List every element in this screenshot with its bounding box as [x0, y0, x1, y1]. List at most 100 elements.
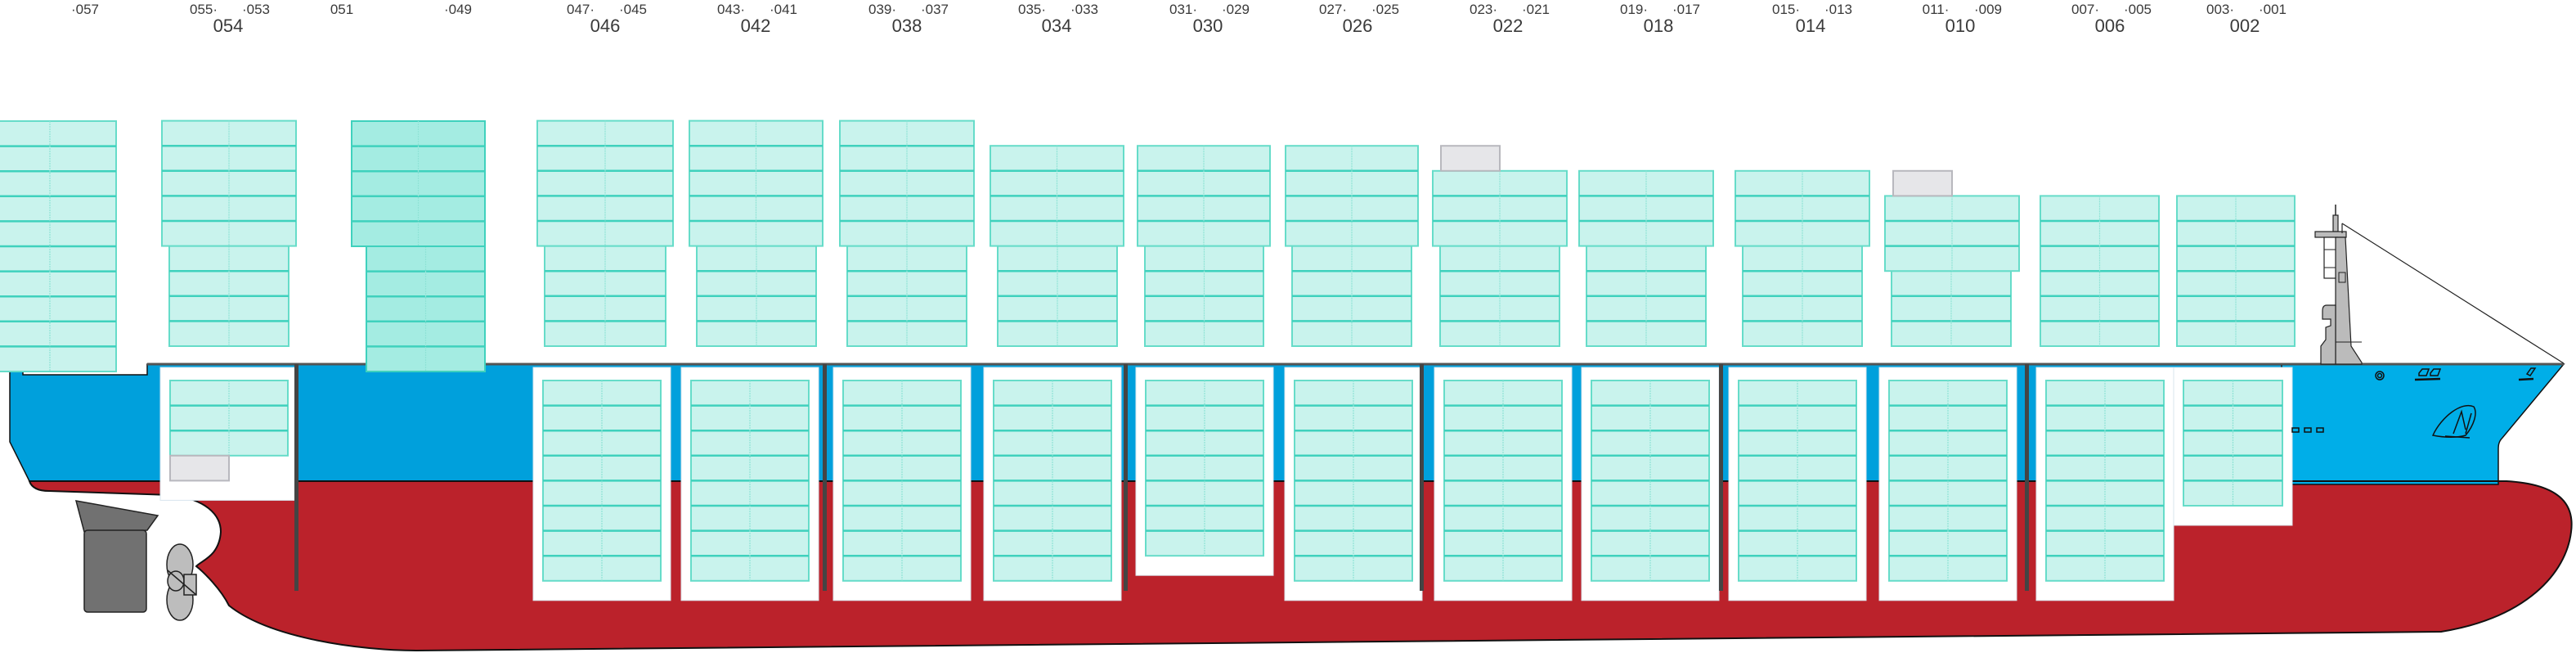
container-block-046	[544, 245, 666, 348]
forecastle-mast	[2314, 205, 2565, 365]
bow-markings	[2291, 367, 2537, 439]
container-block-038	[846, 245, 967, 348]
container-block-046-hold	[542, 380, 662, 582]
bay-label-even: 014	[1796, 16, 1826, 36]
bay-label-odd-aft: 007·	[2071, 2, 2099, 17]
container-block-018	[1578, 169, 1714, 247]
container-block-038-hold	[842, 380, 962, 582]
bay-label-even: 022	[1493, 16, 1524, 36]
bay-label-odd-aft: 003·	[2206, 2, 2234, 17]
container-block-034-hold	[993, 380, 1112, 582]
container-block-006-hold	[2045, 380, 2165, 582]
bay-label-even: 010	[1945, 16, 1976, 36]
bay-label-odd-aft: 035·	[1018, 2, 1046, 17]
bay-label-even: 038	[892, 16, 922, 36]
bay-label-odd-fwd: ·029	[1222, 2, 1250, 17]
bulkhead	[1124, 364, 1128, 591]
bulkhead	[1719, 364, 1723, 591]
bay-label-even: 030	[1193, 16, 1223, 36]
container-block-046	[536, 119, 674, 247]
bay-label-odd-aft: 039·	[868, 2, 896, 17]
rudder	[74, 500, 159, 613]
deck-stacks	[0, 119, 2296, 372]
container-block-030	[1137, 145, 1271, 247]
container-block-022	[1439, 245, 1560, 348]
container-block-054	[161, 119, 297, 247]
bay-label-odd-aft: 047·	[567, 2, 595, 17]
bay-label-odd-aft: 019·	[1620, 2, 1648, 17]
container-block-026	[1285, 145, 1419, 247]
container-block-026-hold	[1294, 380, 1413, 582]
bay-label-even: 006	[2095, 16, 2125, 36]
container-block-057	[0, 120, 117, 372]
bay-label-odd-aft: 027·	[1319, 2, 1347, 17]
bay-label-odd-fwd: ·041	[770, 2, 797, 17]
bay-label-049: ·049	[444, 2, 472, 17]
container-block-034	[990, 145, 1124, 247]
bay-label-odd-aft: 055·	[190, 2, 218, 17]
bay-label-odd-aft: 031·	[1169, 2, 1197, 17]
container-block-006	[2040, 195, 2160, 347]
propeller	[166, 543, 197, 621]
bay-label-odd-fwd: ·021	[1522, 2, 1550, 17]
bay-label-odd-fwd: ·013	[1824, 2, 1852, 17]
rudder-blade	[83, 529, 147, 613]
container-block-042	[689, 119, 824, 247]
container-block-054-hold	[169, 380, 289, 457]
bulkhead	[823, 364, 827, 591]
bow-logo-icon	[2375, 371, 2385, 381]
bay-label-odd-aft: 043·	[717, 2, 745, 17]
container-block-018	[1586, 245, 1707, 348]
container-block-038	[839, 119, 975, 247]
bulkhead	[1420, 364, 1424, 591]
bay-label-even: 002	[2230, 16, 2260, 36]
bay-label-057: ·057	[71, 2, 99, 17]
bay-label-even: 042	[741, 16, 771, 36]
rudder-horn	[74, 500, 159, 533]
empty-slot	[169, 454, 230, 482]
container-block-018-hold	[1591, 380, 1710, 582]
container-block-002-hold	[2183, 380, 2283, 507]
bay-label-even: 018	[1644, 16, 1674, 36]
container-block-010	[1884, 195, 2020, 272]
bay-label-odd-fwd: ·037	[921, 2, 949, 17]
container-block-049	[366, 245, 486, 372]
bay-label-odd-fwd: ·017	[1672, 2, 1700, 17]
bow-hawse-icon	[2418, 368, 2442, 376]
container-block-026	[1291, 245, 1412, 348]
container-block-034	[997, 245, 1118, 348]
container-block-014	[1742, 245, 1863, 348]
container-block-frame	[1145, 380, 1264, 557]
bay-label-even: 054	[213, 16, 244, 36]
bulkhead	[2025, 364, 2029, 591]
bay-label-odd-fwd: ·005	[2124, 2, 2152, 17]
bay-label-even: 046	[590, 16, 621, 36]
bay-label-odd-fwd: ·045	[619, 2, 647, 17]
bay-label-even: 026	[1343, 16, 1373, 36]
cargo-holds	[159, 364, 2293, 601]
bay-label-odd-fwd: ·009	[1974, 2, 2002, 17]
container-block-030	[1144, 245, 1264, 348]
container-block-002	[2176, 195, 2296, 347]
empty-slot	[1892, 169, 1953, 197]
bay-label-odd-fwd: ·033	[1070, 2, 1098, 17]
bay-label-even: 034	[1042, 16, 1072, 36]
container-block-049	[351, 120, 486, 247]
bay-label-odd-fwd: ·053	[242, 2, 270, 17]
bulkhead	[294, 364, 298, 591]
container-block-022	[1432, 169, 1568, 247]
bay-label-odd-aft: 023·	[1470, 2, 1497, 17]
bay-label-051: 051	[330, 2, 353, 17]
bay-label-odd-fwd: ·025	[1371, 2, 1399, 17]
container-block-014-hold	[1738, 380, 1857, 582]
container-block-010-hold	[1888, 380, 2008, 582]
container-block-054	[168, 245, 289, 348]
container-block-030-hold	[1145, 380, 1264, 557]
bay-label-odd-aft: 011·	[1923, 2, 1950, 17]
hull-bow-blue	[2281, 363, 2565, 485]
container-block-010	[1891, 270, 2012, 348]
empty-slot	[1440, 145, 1501, 172]
container-block-042	[696, 245, 817, 348]
